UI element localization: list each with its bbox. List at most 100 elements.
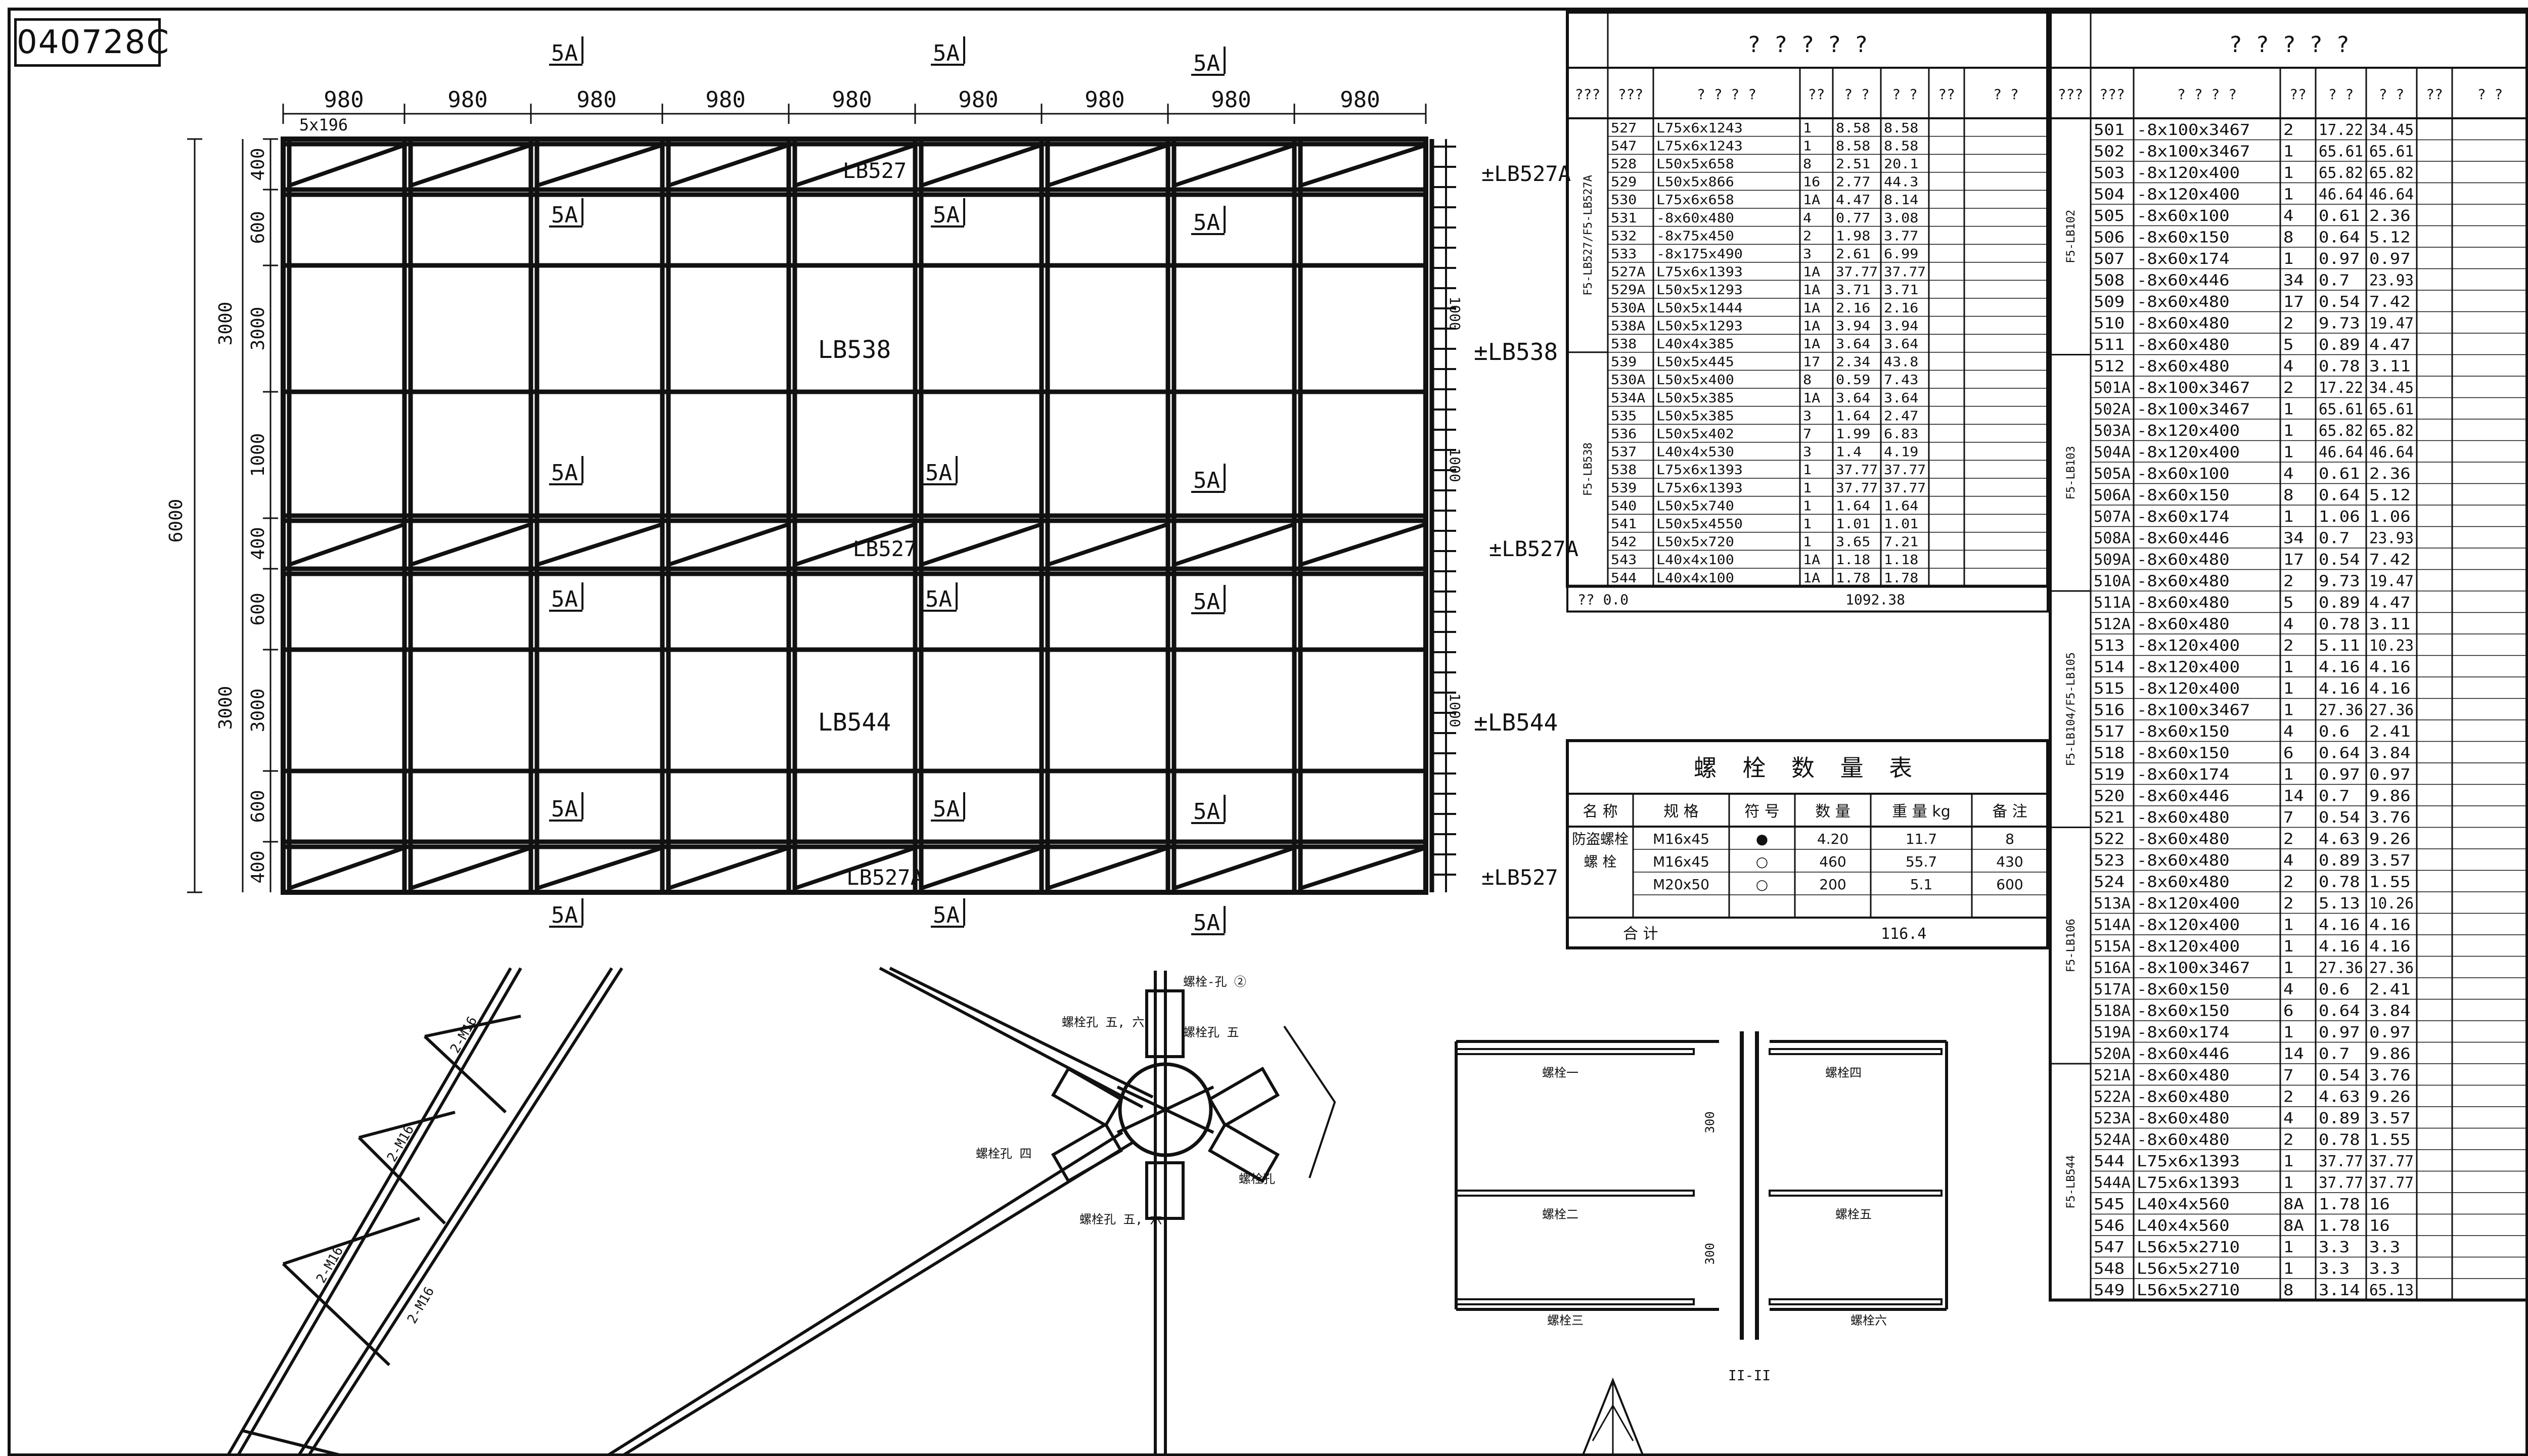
table-cell-text: 1 [2283,938,2293,956]
table-header-text: ?? [2426,86,2443,103]
table-cell-text: 546 [2094,1217,2125,1235]
table-cell-text: 507A [2094,508,2131,526]
table-cell-text: 504 [2094,186,2125,204]
table-cell-text: 510 [2094,315,2125,333]
table-cell-text: -8x120x400 [2137,917,2240,934]
table-header-text: ??? [1575,86,1601,103]
table-cell-text: -8x60x174 [2137,766,2230,784]
table-cell-text: 0.54 [2319,551,2360,569]
table-cell-text: 1 [2283,401,2293,419]
table-cell-text: -8x120x400 [2137,186,2240,204]
table-footer-label: ?? 0.0 [1577,592,1629,608]
table-group-label: F5-LB102 [2065,210,2078,263]
table-cell-text: 528 [1611,157,1637,172]
table-cell-text: 23.93 [2369,272,2414,290]
table-cell-text: 1A [1803,301,1820,316]
table-cell-text: 501 [2094,121,2125,139]
table-cell-text: 513 [2094,637,2125,655]
table-cell-text: 538 [1611,463,1637,478]
table-cell-text: -8x60x480 [2137,315,2230,333]
table-cell-text: -8x100x3467 [2137,702,2250,719]
table-cell-text: 37.77 [1884,481,1926,496]
section-mark-text: 5A [933,902,960,928]
table-cell-text: 522 [2094,831,2125,848]
left-dimension-text: 600 [248,593,268,625]
table-cell-text: 543 [1611,553,1637,568]
table-cell-text: 3.76 [2369,809,2411,827]
bolt-table-frame [1566,739,2049,949]
section-mark-text: 5A [551,586,578,612]
table-cell-text: 9.73 [2319,315,2360,333]
bolt-header-text: 数 量 [1815,803,1850,821]
bolt-table-title: 螺 栓 数 量 表 [1694,754,1922,782]
table-cell-text: -8x75x450 [1656,229,1734,244]
node-label-5: 螺栓孔 四 [976,1147,1031,1161]
table-cell-text: 46.64 [2319,444,2363,462]
drawing-code: 040728C [17,24,170,61]
table-cell-text: -8x60x150 [2137,1003,2230,1020]
table-cell-text: 1.55 [2369,1131,2411,1149]
section-mark-text: 5A [1193,799,1220,825]
table-cell-text: 16 [2369,1217,2390,1235]
table-cell-text: 0.7 [2319,788,2350,805]
table-cell-text: 0.89 [2319,336,2360,354]
table-group-label: F5-LB527/F5-LB527A [1582,175,1595,295]
table-cell-text: 0.77 [1836,211,1870,226]
brace-line [794,143,916,188]
table-cell-text: 2 [2283,831,2293,848]
right-label-3: ±LB527A [1489,536,1578,561]
table-cell-text: 519 [2094,766,2125,784]
table-cell-text: 1 [2283,422,2293,440]
table-cell-text: L75x6x1393 [2137,1174,2240,1192]
table-cell-text: 508 [2094,272,2125,290]
table-cell-text: -8x100x3467 [2137,379,2250,397]
top-dimension-text: 980 [324,87,364,113]
table-cell-text: 0.59 [1836,373,1870,388]
table-cell-text: 20.1 [1884,157,1918,172]
table-cell-text: 0.97 [2319,766,2360,784]
table-cell-text: 1 [2283,702,2293,719]
table-cell-text: 3.64 [1884,337,1918,352]
left-dimension-labels: 4006003000100040060030006004001000100010… [248,148,1463,883]
table-cell-text: -8x60x150 [2137,723,2230,741]
horizontal-chords [283,136,1426,895]
top-dimension-text: 980 [958,87,998,113]
table-cell-text: 7.42 [2369,293,2411,311]
bolt-cell-text: 4.20 [1817,831,1848,847]
table-cell-text: -8x120x400 [2137,659,2240,676]
table-cell-text: 4.47 [1836,193,1870,208]
table-cell-text: 0.97 [2369,1024,2411,1041]
table-cell-text: 37.77 [1884,265,1926,280]
section-mark-text: 5A [551,40,578,66]
table-cell-text: 3.3 [2369,1239,2400,1256]
table-cell-text: 4.16 [2369,917,2411,934]
table-cell-text: 509A [2094,551,2131,569]
table-cell-text: 1 [2283,186,2293,204]
table-cell-text: 2.36 [2369,207,2411,225]
table-cell-text: 8.58 [1884,139,1918,154]
table-cell-text: 4.16 [2319,659,2360,676]
node-label-2: 螺栓孔 五, 六 [1062,1015,1144,1029]
section-title: II-II [1728,1367,1771,1384]
table-cell-text: 2.16 [1884,301,1918,316]
table-cell-text: 3 [1803,247,1812,262]
table-cell-text: 1.64 [1884,498,1918,514]
outer-dim-upper: 3000 [215,302,236,346]
table-cell-text: 3.65 [1836,535,1870,550]
table-cell-text: 1 [2283,250,2293,268]
table-cell-text: L50x5x740 [1656,498,1734,514]
section-dim-2: 300 [1703,1243,1717,1264]
table-cell-text: 1.01 [1836,517,1870,532]
table-cell-text: 2 [2283,637,2293,655]
table-cell-text: L56x5x2710 [2137,1282,2240,1299]
table-cell-text: 523 [2094,852,2125,870]
table-cell-text: 1 [2283,1174,2293,1192]
table-cell-text: 515A [2094,938,2131,956]
table-cell-text: 0.64 [2319,229,2360,247]
table-cell-text: 37.77 [2369,1174,2414,1192]
table-header-text: ? ? [2328,86,2354,103]
table-cell-text: -8x60x480 [2137,831,2230,848]
table-header-text: ? ? [1844,86,1870,103]
